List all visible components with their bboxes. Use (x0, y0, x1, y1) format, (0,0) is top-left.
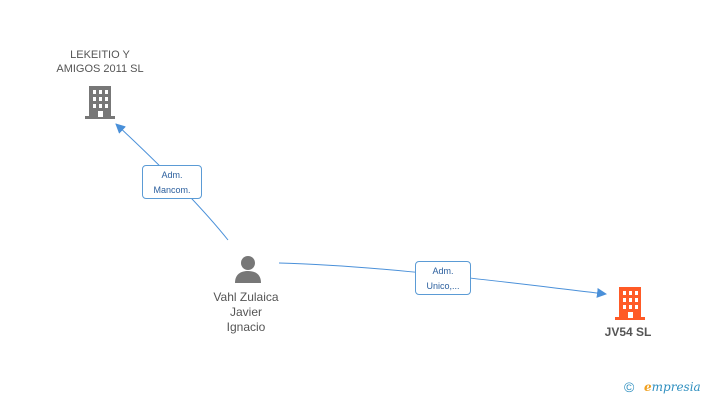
edge-label-adm-unico[interactable]: Adm. Unico,... (415, 261, 471, 295)
edge-label-adm-unico-line2: Unico,... (426, 281, 460, 291)
company-name-lekeitio[interactable]: LEKEITIO Y AMIGOS 2011 SL (40, 48, 160, 76)
company-name-jv54[interactable]: JV54 SL (604, 325, 652, 339)
brand-initial: e (644, 380, 652, 394)
person-name-line2: Javier (229, 305, 262, 319)
edge-label-adm-mancom[interactable]: Adm. Mancom. (142, 165, 202, 199)
edge-label-adm-unico-line1: Adm. (432, 266, 454, 276)
person-icon[interactable] (233, 254, 263, 284)
edge-label-adm-mancom-line1: Adm. (161, 170, 183, 180)
person-name-line3: Ignacio (226, 320, 266, 334)
empresia-credit: © empresia (624, 378, 724, 396)
person-name[interactable]: Vahl Zulaica Javier Ignacio (190, 290, 302, 335)
company-name-lekeitio-line2: AMIGOS 2011 SL (56, 63, 144, 75)
brand-rest: mpresia (651, 380, 701, 394)
company-name-lekeitio-line1: LEKEITIO Y (70, 49, 130, 61)
person-name-line1: Vahl Zulaica (213, 290, 279, 304)
building-icon[interactable] (614, 285, 646, 321)
copyright-symbol: © (624, 379, 635, 395)
building-icon[interactable] (84, 84, 116, 120)
brand-logo: empresia (644, 380, 701, 394)
edge-label-adm-mancom-line2: Mancom. (153, 185, 191, 195)
